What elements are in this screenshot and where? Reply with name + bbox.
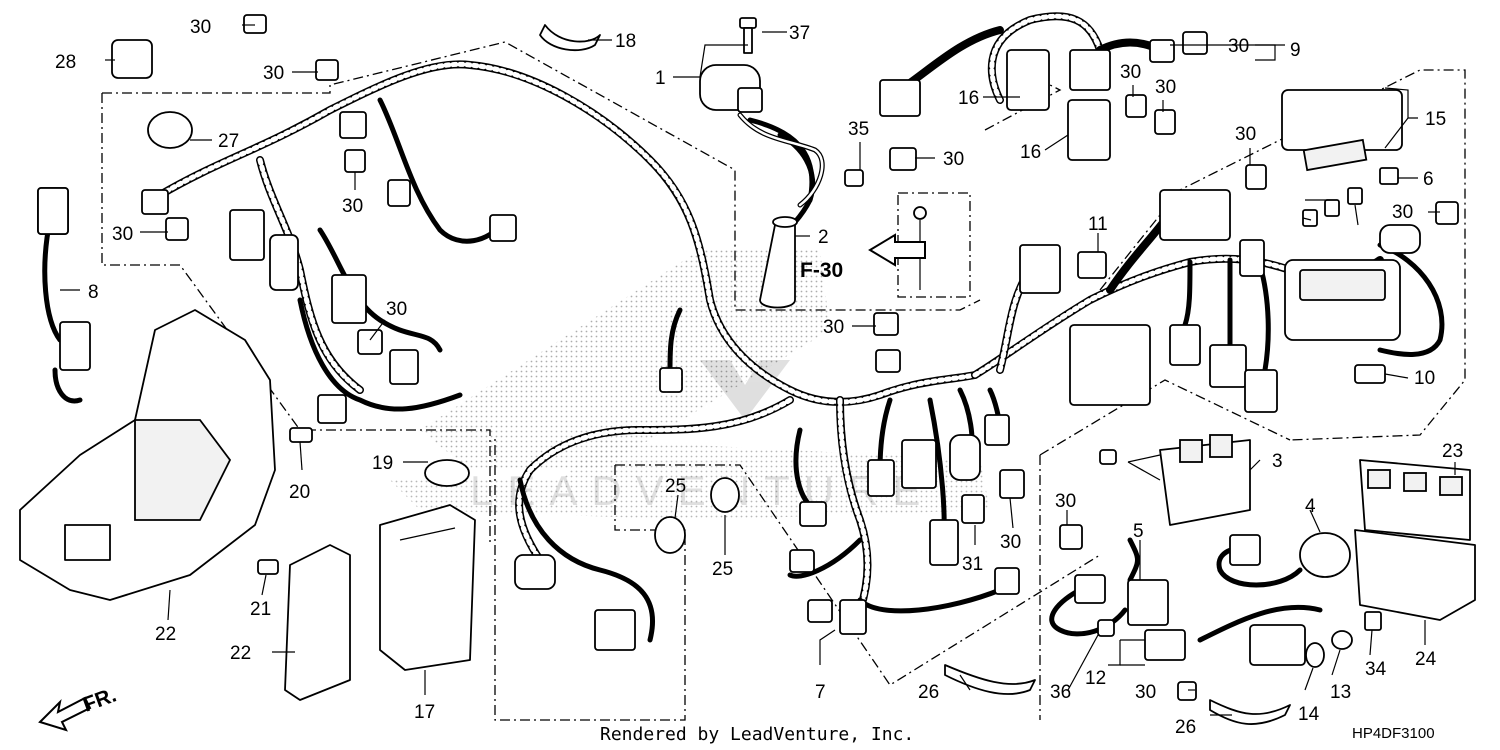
callout-30: 30 xyxy=(1120,62,1141,83)
callout-28: 28 xyxy=(55,52,76,73)
callout-1: 1 xyxy=(655,68,666,89)
callout-10: 10 xyxy=(1414,368,1435,389)
group-outlines xyxy=(101,41,1466,721)
callout-16: 16 xyxy=(958,88,979,109)
callout-19: 17 xyxy=(414,702,435,723)
callout-26: 26 xyxy=(1175,717,1196,738)
clips xyxy=(165,14,1459,701)
callout-30: 30 xyxy=(386,299,407,320)
regulator-3 xyxy=(1159,434,1251,526)
control-unit-19 xyxy=(379,504,476,671)
diagram-code: HP4DF3100 xyxy=(1352,725,1435,742)
callout-31: 34 xyxy=(1365,659,1387,680)
callout-2: 2 xyxy=(818,227,829,248)
fuse-box-main xyxy=(1284,259,1401,341)
callout-13: 13 xyxy=(1330,682,1351,703)
footer-credit: Rendered by LeadVenture, Inc. xyxy=(600,724,914,745)
callout-30: 30 xyxy=(1055,491,1076,512)
callout-20: 22 xyxy=(230,643,251,664)
front-direction-indicator: FR. xyxy=(38,684,120,732)
callout-30: 30 xyxy=(943,149,964,170)
connectors xyxy=(37,39,1421,661)
watermark-text: LEADVENTURE xyxy=(470,467,934,514)
leader-lines xyxy=(60,24,1456,716)
spark-plug-cap xyxy=(759,216,798,309)
callout-12: 12 xyxy=(1085,668,1106,689)
callout-25: 25 xyxy=(712,559,733,580)
f30-arrow-icon xyxy=(868,233,926,267)
callout-30: 30 xyxy=(190,17,211,38)
callout-32: 35 xyxy=(848,119,869,140)
bolt-33 xyxy=(739,17,757,54)
callout-30: 30 xyxy=(1000,532,1021,553)
callout-4: 4 xyxy=(1305,496,1316,517)
callout-6: 6 xyxy=(1423,169,1434,190)
callout-29: 30 xyxy=(1135,682,1156,703)
ignition-coil xyxy=(699,64,825,208)
f30-reference: F-30 xyxy=(800,206,927,290)
callout-labels: 30 30 28 18 37 1 2 27 30 30 30 8 16 16 3… xyxy=(55,17,1463,738)
callout-8: 8 xyxy=(88,282,99,303)
components xyxy=(19,17,1476,725)
callout-32: 36 xyxy=(1050,682,1071,703)
callout-22: 21 xyxy=(250,599,271,620)
callout-30: 30 xyxy=(823,317,844,338)
callout-17: 23 xyxy=(1442,441,1463,462)
callout-14: 14 xyxy=(1298,704,1320,725)
callout-9: 9 xyxy=(1290,40,1301,61)
callout-21: 22 xyxy=(155,624,176,645)
callout-27: 27 xyxy=(218,131,239,152)
callout-30: 30 xyxy=(1392,202,1413,223)
shadow-stipple xyxy=(390,250,990,520)
front-label: FR. xyxy=(80,684,120,717)
ecu-17 xyxy=(1359,459,1471,541)
callout-16: 16 xyxy=(1020,142,1041,163)
callout-30: 30 xyxy=(263,63,284,84)
callout-23: 18 xyxy=(615,31,636,52)
callout-30: 30 xyxy=(112,224,133,245)
front-arrow-icon xyxy=(38,696,92,732)
callout-22: 20 xyxy=(289,482,310,503)
callout-5: 5 xyxy=(1133,521,1144,542)
callout-15: 15 xyxy=(1425,109,1446,130)
callout-26: 26 xyxy=(918,682,939,703)
callout-30: 30 xyxy=(342,196,363,217)
callout-25: 25 xyxy=(665,476,686,497)
f30-ref-label: F-30 xyxy=(800,259,843,282)
callout-33: 37 xyxy=(789,23,810,44)
callout-30: 31 xyxy=(962,554,983,575)
callout-3: 3 xyxy=(1272,451,1283,472)
branch-wires xyxy=(42,97,1445,643)
fuse-box-15 xyxy=(1281,89,1403,172)
callout-30: 30 xyxy=(1228,36,1249,57)
cover-plate-21 xyxy=(19,309,276,601)
callout-18: 24 xyxy=(1415,649,1437,670)
callout-11: 11 xyxy=(1088,214,1108,235)
callout-24: 19 xyxy=(372,453,393,474)
callout-7: 7 xyxy=(815,682,826,703)
callout-30: 30 xyxy=(1235,124,1256,145)
callout-30: 30 xyxy=(1155,77,1176,98)
